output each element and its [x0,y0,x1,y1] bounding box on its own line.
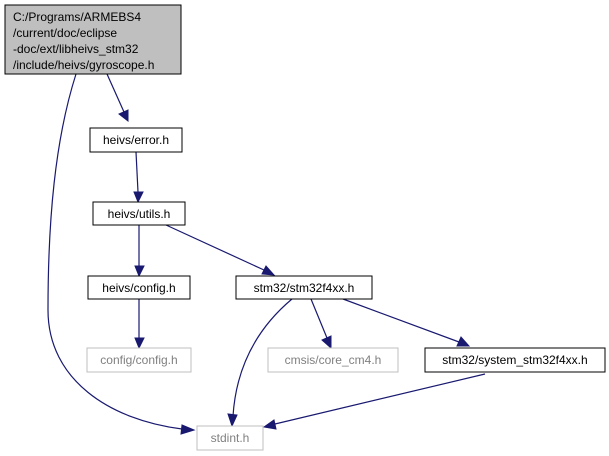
node-heivs-config-h[interactable]: heivs/config.h [87,275,191,300]
node-label: stm32/system_stm32f4xx.h [442,353,587,367]
node-heivs-error-h[interactable]: heivs/error.h [89,127,183,153]
root-path-line-2: /current/doc/eclipse [13,26,117,40]
edge-root-to-error [106,73,129,123]
edge-stm32f4xx-to-stdint [227,298,293,428]
node-cmsis-core-cm4-h[interactable]: cmsis/core_cm4.h [267,347,399,373]
node-label: heivs/error.h [103,133,169,147]
node-label: stdint.h [211,431,250,445]
edge-stm32f4xx-to-core-cm4 [310,298,332,350]
node-heivs-utils-h[interactable]: heivs/utils.h [92,201,186,226]
edge-utils-to-stm32f4xx [165,224,276,276]
root-path-line-4: /include/heivs/gyroscope.h [13,58,154,72]
node-label: cmsis/core_cm4.h [285,353,382,367]
node-stdint-h[interactable]: stdint.h [196,425,264,451]
node-stm32-system-stm32f4xx-h[interactable]: stm32/system_stm32f4xx.h [424,347,606,373]
edge-error-to-utils [133,151,144,204]
edge-root-to-stdint [47,73,196,435]
root-path-line-3: -doc/ext/libheivs_stm32 [13,42,139,56]
edge-system-to-stdint [262,373,486,430]
node-label: heivs/config.h [102,281,175,295]
node-stm32-stm32f4xx-h[interactable]: stm32/stm32f4xx.h [235,275,373,300]
edge-config-to-config-ext [134,299,145,350]
node-config-config-h[interactable]: config/config.h [86,347,192,373]
node-label: config/config.h [100,353,177,367]
node-label: heivs/utils.h [108,207,171,221]
root-path-line-1: C:/Programs/ARMEBS4 [13,10,141,24]
node-label: stm32/stm32f4xx.h [254,281,355,295]
edge-stm32f4xx-to-system [342,298,471,347]
edge-utils-to-config [134,225,145,278]
node-gyroscope-h[interactable]: C:/Programs/ARMEBS4 /current/doc/eclipse… [4,4,182,75]
